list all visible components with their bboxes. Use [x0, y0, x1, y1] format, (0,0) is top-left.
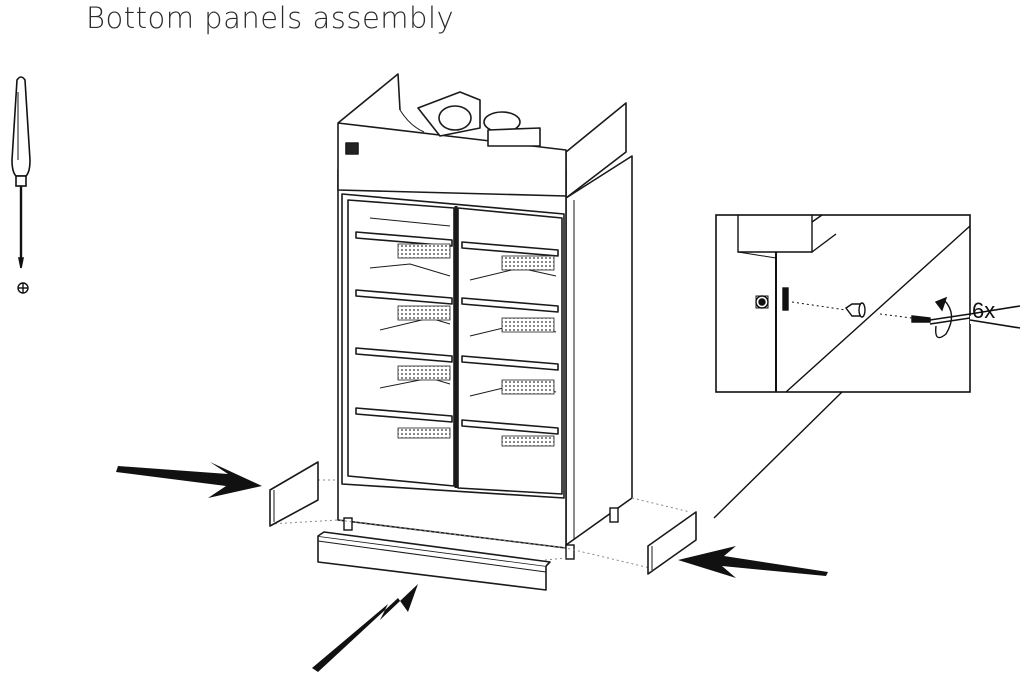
- cabinet: [337, 73, 633, 549]
- detail-callout: 6x: [715, 214, 1021, 393]
- front-panel: [317, 531, 551, 591]
- right-side-panel: [647, 511, 697, 575]
- guide-lines: [269, 479, 691, 569]
- vent-grilles: [397, 243, 555, 447]
- page-title: Bottom panels assembly: [86, 1, 455, 35]
- left-side-panel: [269, 461, 319, 527]
- phillips-head-symbol: [17, 282, 29, 294]
- cabinet-legs: [343, 507, 619, 560]
- bottom-panels: [269, 461, 697, 591]
- arrow-left: [116, 462, 262, 498]
- detail-leader-line: [713, 391, 843, 519]
- arrow-bottom: [312, 584, 418, 672]
- screw-count-label: 6x: [972, 298, 995, 323]
- screwdriver-icon: [11, 76, 31, 269]
- direction-arrows: [116, 462, 828, 672]
- arrow-right: [678, 546, 828, 578]
